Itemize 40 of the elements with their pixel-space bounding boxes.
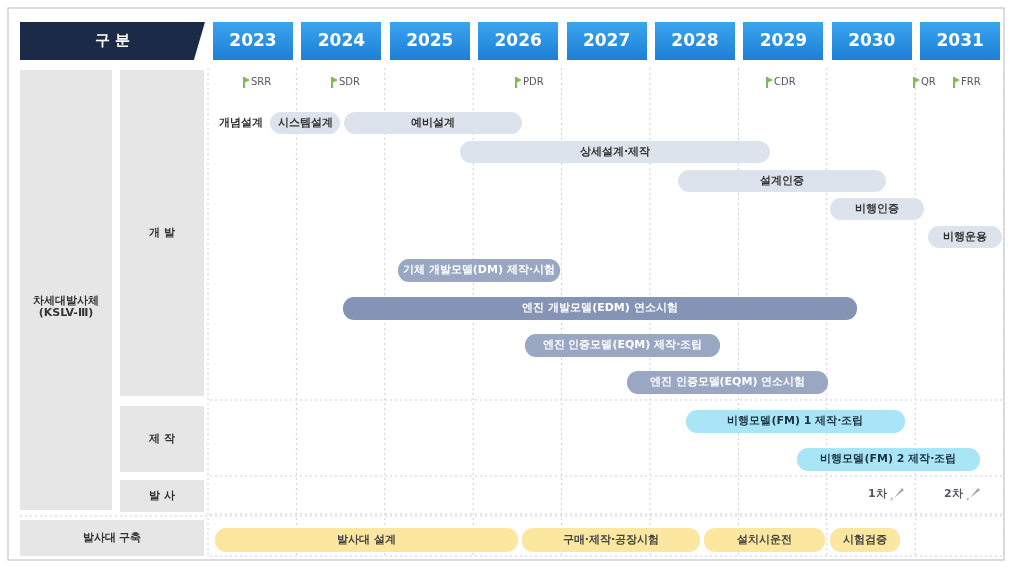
year-header: 2030 bbox=[831, 22, 912, 60]
schedule-bar: 구매·제작·공장시험 bbox=[522, 528, 700, 552]
milestone-label: SRR bbox=[251, 76, 272, 87]
launch-label: 2차 bbox=[944, 486, 963, 501]
year-header: 2031 bbox=[920, 22, 1001, 60]
schedule-bar: 시스템설계 bbox=[270, 112, 340, 134]
year-header: 2029 bbox=[743, 22, 824, 60]
header-cell: 구 분 bbox=[20, 22, 205, 60]
milestone-label: FRR bbox=[961, 76, 981, 87]
year-header: 2024 bbox=[301, 22, 382, 60]
schedule-bar: 발사대 설계 bbox=[215, 528, 518, 552]
schedule-bar: 비행인증 bbox=[830, 198, 924, 220]
year-header: 2025 bbox=[389, 22, 470, 60]
schedule-bar: 시험검증 bbox=[830, 528, 900, 552]
year-header: 2028 bbox=[655, 22, 735, 60]
schedule-bar: 설계인증 bbox=[678, 170, 886, 192]
schedule-bar: 상세설계·제작 bbox=[460, 141, 770, 163]
category-cell: 발 사 bbox=[120, 480, 204, 512]
launch-label: 1차 bbox=[868, 486, 887, 501]
category-cell: 개 발 bbox=[120, 70, 204, 396]
category-cell: 제 작 bbox=[120, 406, 204, 472]
schedule-bar: 비행모델(FM) 1 제작·조립 bbox=[686, 410, 905, 433]
schedule-bar: 예비설계 bbox=[344, 112, 522, 134]
schedule-bar: 엔진 인증모델(EQM) 제작·조립 bbox=[525, 334, 720, 357]
schedule-bar: 설치시운전 bbox=[704, 528, 825, 552]
category-cell: 발사대 구축 bbox=[20, 520, 204, 556]
schedule-bar: 엔진 개발모델(EDM) 연소시험 bbox=[343, 297, 857, 320]
milestone-label: QR bbox=[921, 76, 936, 87]
schedule-bar: 비행모델(FM) 2 제작·조립 bbox=[797, 448, 980, 471]
year-header: 2027 bbox=[566, 22, 647, 60]
schedule-bar: 엔진 인증모델(EQM) 연소시험 bbox=[627, 371, 828, 394]
category-cell: 차세대발사체 (KSLV-Ⅲ) bbox=[20, 70, 112, 510]
milestone-label: SDR bbox=[339, 76, 360, 87]
schedule-bar: 기체 개발모델(DM) 제작·시험 bbox=[398, 259, 560, 282]
schedule-bar: 비행운용 bbox=[928, 226, 1002, 248]
year-header: 2026 bbox=[478, 22, 559, 60]
year-header: 2023 bbox=[213, 22, 293, 60]
milestone-label: PDR bbox=[523, 76, 544, 87]
task-label: 개념설계 bbox=[213, 112, 269, 134]
milestone-label: CDR bbox=[774, 76, 796, 87]
